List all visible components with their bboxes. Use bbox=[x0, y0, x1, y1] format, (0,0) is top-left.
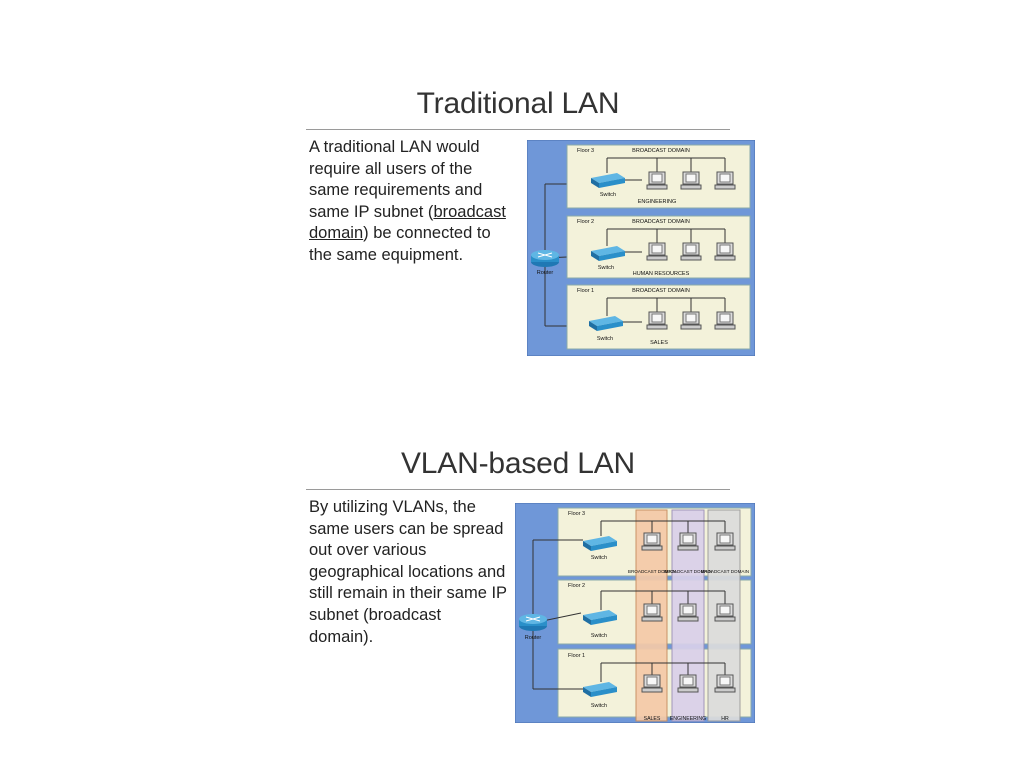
switch-icon bbox=[583, 682, 617, 697]
description-text: A traditional LAN would require all user… bbox=[309, 138, 483, 221]
broadcast-domain-label: BROADCAST DOMAIN bbox=[701, 569, 749, 574]
computer-icon bbox=[646, 311, 668, 330]
broadcast-domain-label: BROADCAST DOMAIN bbox=[628, 569, 676, 574]
router-icon bbox=[519, 614, 547, 631]
traditional-lan-section: Traditional LAN A traditional LAN would … bbox=[306, 87, 755, 356]
computer-icon bbox=[680, 311, 702, 330]
traditional-lan-description: A traditional LAN would require all user… bbox=[309, 137, 514, 267]
broadcast-domain-link[interactable]: broadcast domain bbox=[309, 202, 506, 243]
vlan-lan-diagram: Router Floor 3 Floor 2 Floor 1 Switch Sw… bbox=[515, 503, 755, 723]
vlan-name-label: SALES bbox=[644, 716, 661, 722]
switch-label: Switch bbox=[591, 703, 607, 709]
vlan-name-label: ENGINEERING bbox=[670, 716, 706, 722]
switch-icon bbox=[591, 246, 625, 261]
switch-label: Switch bbox=[600, 192, 616, 198]
computer-icon bbox=[677, 532, 699, 551]
description-text-end: ) be connected to the same equipment. bbox=[309, 224, 491, 264]
computer-icon bbox=[641, 532, 663, 551]
computer-icon bbox=[680, 242, 702, 261]
computer-icon bbox=[677, 603, 699, 622]
computer-icon bbox=[677, 674, 699, 693]
floor-label: Floor 1 bbox=[568, 653, 585, 659]
floor-label: Floor 3 bbox=[568, 511, 585, 517]
switch-icon bbox=[583, 610, 617, 625]
switch-label: Switch bbox=[591, 633, 607, 639]
switch-label: Switch bbox=[598, 265, 614, 271]
computer-icon bbox=[714, 171, 736, 190]
switch-icon bbox=[583, 536, 617, 551]
floor-label: Floor 2 bbox=[568, 583, 585, 589]
computer-icon bbox=[646, 242, 668, 261]
computer-icon bbox=[714, 242, 736, 261]
group-label: ENGINEERING bbox=[638, 199, 677, 205]
floor-label: Floor 1 bbox=[577, 288, 594, 294]
router-label: Router bbox=[537, 270, 554, 276]
switch-icon bbox=[591, 173, 625, 188]
floor-1-panel: Floor 1 BROADCAST DOMAIN Switch SALES bbox=[566, 284, 751, 350]
router-label: Router bbox=[525, 635, 542, 641]
computer-icon bbox=[641, 603, 663, 622]
group-label: HUMAN RESOURCES bbox=[633, 271, 690, 277]
computer-icon bbox=[714, 674, 736, 693]
group-label: SALES bbox=[650, 340, 668, 346]
switch-label: Switch bbox=[597, 336, 613, 342]
computer-icon bbox=[646, 171, 668, 190]
computer-icon bbox=[714, 603, 736, 622]
vlan-name-label: HR bbox=[721, 716, 729, 722]
traditional-lan-diagram: Router Floor 3 BROADCAST DOMAIN Switch E… bbox=[527, 140, 755, 356]
broadcast-domain-label: BROADCAST DOMAIN bbox=[632, 288, 690, 294]
broadcast-domain-label: BROADCAST DOMAIN bbox=[632, 148, 690, 154]
computer-icon bbox=[714, 532, 736, 551]
computer-icon bbox=[641, 674, 663, 693]
switch-icon bbox=[589, 316, 623, 331]
vlan-lan-section: VLAN-based LAN By utilizing VLANs, the s… bbox=[306, 447, 755, 723]
vlan-lan-description: By utilizing VLANs, the same users can b… bbox=[309, 498, 507, 646]
router-icon bbox=[531, 250, 559, 267]
traditional-lan-title: Traditional LAN bbox=[416, 87, 620, 120]
broadcast-domain-label: BROADCAST DOMAIN bbox=[664, 569, 712, 574]
computer-icon bbox=[714, 311, 736, 330]
broadcast-domain-label: BROADCAST DOMAIN bbox=[632, 219, 690, 225]
floor-label: Floor 3 bbox=[577, 148, 594, 154]
vlan-lan-title: VLAN-based LAN bbox=[401, 447, 635, 480]
floor-3-panel: Floor 3 BROADCAST DOMAIN Switch ENGINEER… bbox=[566, 144, 751, 209]
floor-2-panel: Floor 2 BROADCAST DOMAIN Switch HUMAN RE… bbox=[566, 215, 751, 279]
title-rule bbox=[306, 129, 730, 130]
switch-label: Switch bbox=[591, 555, 607, 561]
floor-label: Floor 2 bbox=[577, 219, 594, 225]
computer-icon bbox=[680, 171, 702, 190]
title-rule bbox=[306, 489, 730, 490]
